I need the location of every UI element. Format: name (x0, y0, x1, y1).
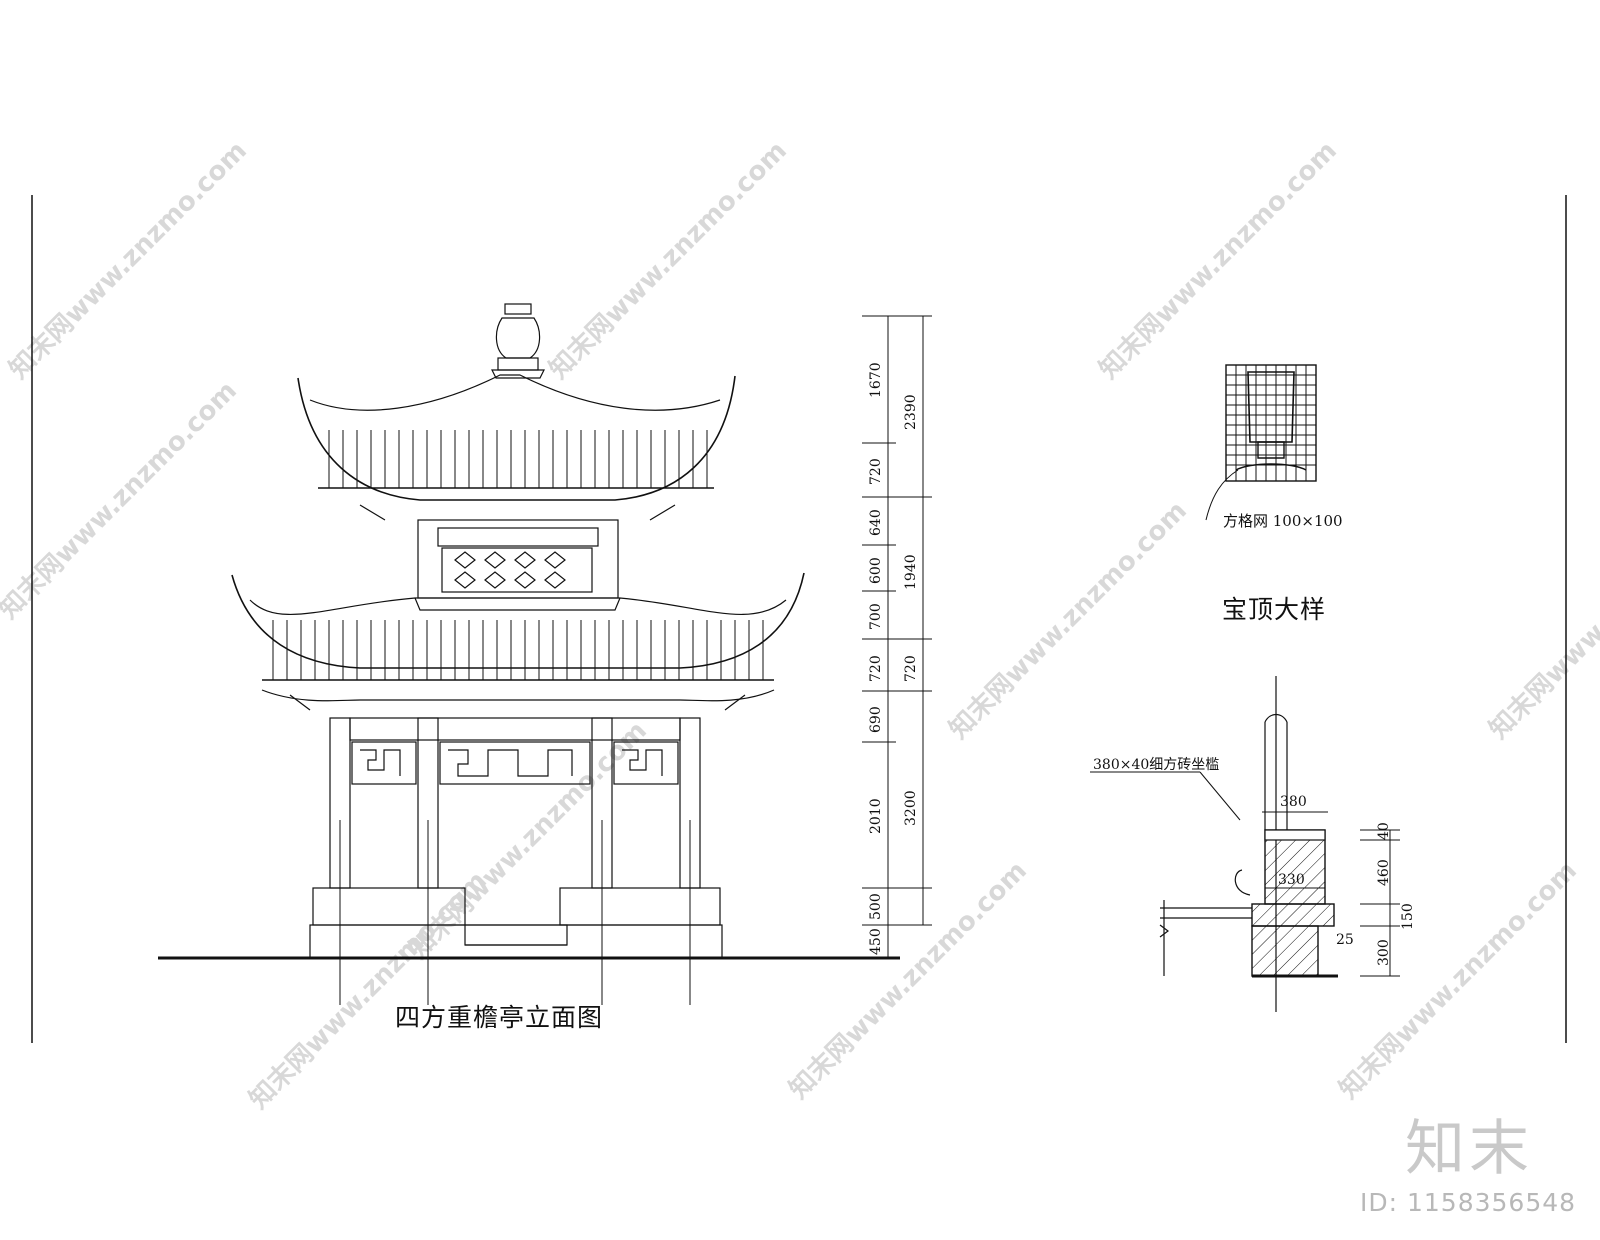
dim-2010: 2010 (868, 798, 884, 834)
dim-380: 380 (1280, 794, 1307, 810)
upper-roof (297, 374, 736, 521)
dim-720-c: 720 (903, 655, 919, 682)
dim-3200: 3200 (903, 790, 919, 826)
dim-40: 40 (1376, 822, 1392, 840)
elevation-dimensions: 1670 720 640 600 700 720 690 2010 500 45… (868, 362, 919, 955)
base-dimensions: 380 330 40 460 150 300 25 (1278, 794, 1416, 966)
sill-annotation: 380×40细方砖坐槛 (1093, 757, 1220, 773)
watermark-9: 知末网www.znzmo.com (1334, 856, 1583, 1105)
dim-1940: 1940 (903, 554, 919, 590)
watermark-5: 知末网www.znzmo.com (944, 496, 1193, 745)
dim-450: 450 (868, 928, 884, 955)
dim-600: 600 (868, 557, 884, 584)
dim-500: 500 (868, 893, 884, 920)
watermark-10: 知末网www.znzmo.com (1484, 496, 1600, 745)
bench-left (312, 887, 466, 926)
watermark-logo: 知末 (1405, 1114, 1533, 1184)
watermark-3: 知末网www.znzmo.com (1094, 136, 1343, 385)
watermark-id: ID: 1158356548 (1360, 1188, 1577, 1217)
dim-720-b: 720 (868, 655, 884, 682)
elevation-title: 四方重檐亭立面图 (395, 1003, 604, 1032)
dim-300: 300 (1376, 939, 1392, 966)
bench-right (559, 887, 721, 926)
lower-roof (231, 572, 805, 711)
watermark-4: 知末网www.znzmo.com (0, 376, 243, 625)
dim-1670: 1670 (868, 362, 884, 398)
step (464, 924, 568, 946)
finial-detail-title: 宝顶大样 (1222, 595, 1327, 624)
watermark-1: 知末网www.znzmo.com (4, 136, 253, 385)
dim-690: 690 (868, 706, 884, 733)
watermark-layer: 知末网www.znzmo.com 知末网www.znzmo.com 知末网www… (0, 136, 1600, 1115)
pavilion-elevation (158, 303, 900, 1005)
grid-annotation: 方格网 100×100 (1223, 512, 1343, 530)
upper-beam (437, 527, 599, 547)
watermark-2: 知末网www.znzmo.com (544, 136, 793, 385)
lower-fretwork (351, 741, 679, 785)
finial (491, 303, 545, 379)
dim-700: 700 (868, 603, 884, 630)
base-section-detail (1090, 676, 1400, 1012)
plinth (309, 924, 723, 959)
watermark-7: 知末网www.znzmo.com (244, 866, 493, 1115)
dim-330: 330 (1278, 872, 1305, 888)
dim-25: 25 (1336, 932, 1354, 948)
dim-460: 460 (1376, 859, 1392, 886)
upper-lattice (441, 547, 593, 593)
watermark-8: 知末网www.znzmo.com (784, 856, 1033, 1105)
finial-detail (1205, 364, 1317, 521)
lower-beam (349, 717, 681, 741)
dim-150: 150 (1400, 903, 1416, 930)
dim-640: 640 (868, 509, 884, 536)
elevation-dimension-lines (862, 315, 932, 959)
upper-drum (417, 519, 619, 599)
dim-720-a: 720 (868, 458, 884, 485)
dim-2390: 2390 (903, 394, 919, 430)
